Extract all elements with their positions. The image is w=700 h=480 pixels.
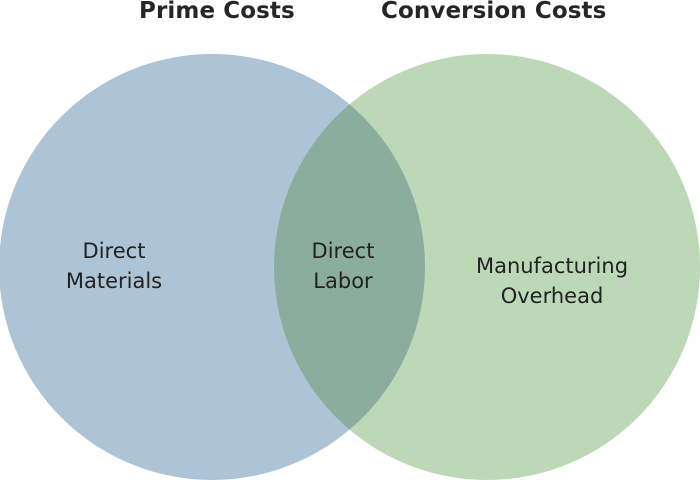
manufacturing-overhead-line1: Manufacturing [475, 254, 629, 278]
direct-labor-label: Direct Labor [293, 236, 393, 296]
manufacturing-overhead-line2: Overhead [500, 284, 604, 308]
direct-materials-line1: Direct [82, 239, 146, 263]
direct-materials-line2: Materials [65, 269, 163, 293]
direct-labor-line1: Direct [311, 239, 375, 263]
direct-materials-label: Direct Materials [54, 236, 174, 296]
conversion-costs-title: Conversion Costs [381, 0, 607, 24]
direct-labor-line2: Labor [313, 269, 373, 293]
manufacturing-overhead-label: Manufacturing Overhead [457, 251, 647, 311]
overlap-region [274, 54, 425, 480]
prime-costs-title: Prime Costs [139, 0, 295, 24]
